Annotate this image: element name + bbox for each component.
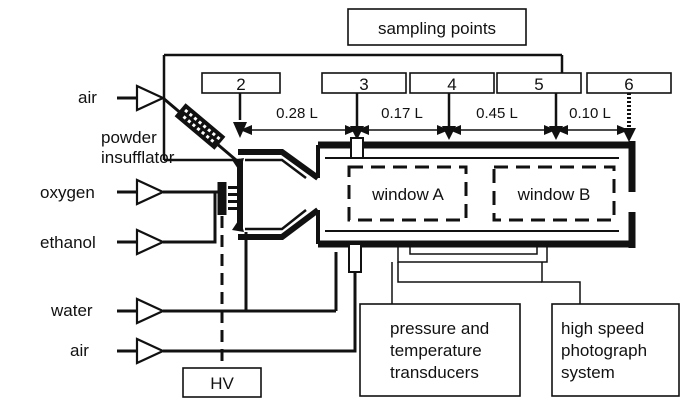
sampling-point-3: 3 <box>321 72 407 94</box>
oxygen-label: oxygen <box>40 183 95 202</box>
sampling-points-header-box <box>347 8 527 46</box>
window-a: window A <box>347 165 468 222</box>
water-check-valve-icon <box>135 297 166 325</box>
transducers-label-line2: temperature <box>390 341 482 360</box>
segment-5-6-label: 0.10 L <box>569 105 611 122</box>
window-b-label: window B <box>517 185 591 204</box>
ethanol-input: ethanol <box>40 192 217 256</box>
sampling-point-6-label: 6 <box>624 75 633 94</box>
transducers-box: pressure and temperature transducers <box>359 303 521 397</box>
segment-4-5-label: 0.45 L <box>476 105 518 122</box>
probe-arrowheads <box>233 122 636 142</box>
transducers-label-line1: pressure and <box>390 319 489 338</box>
sampling-point-4-label: 4 <box>447 75 456 94</box>
air-top-check-valve-icon <box>135 84 166 112</box>
transducers-label-line3: transducers <box>390 363 479 382</box>
powder-insufflator-label-line2: insufflator <box>101 148 175 167</box>
powder-insufflator-label-line1: powder <box>101 128 157 147</box>
hv-label: HV <box>210 374 234 393</box>
instrument-wiring <box>391 244 581 304</box>
sampling-point-4: 4 <box>409 72 495 94</box>
combustion-tube <box>316 141 636 248</box>
sampling-point-5: 5 <box>496 72 582 94</box>
sampling-port-3-icon <box>350 137 364 159</box>
window-b: window B <box>492 165 616 222</box>
photograph-system-label-line1: high speed <box>561 319 644 338</box>
sampling-point-2: 2 <box>201 72 281 94</box>
sampling-point-5-label: 5 <box>534 75 543 94</box>
segment-3-4-label: 0.17 L <box>381 105 423 122</box>
ethanol-label: ethanol <box>40 233 96 252</box>
photograph-system-box: high speed photograph system <box>551 303 680 397</box>
air-bottom-input: air <box>70 272 357 365</box>
air-top-label: air <box>78 88 97 107</box>
photograph-system-label-line2: photograph <box>561 341 647 360</box>
injector-detail <box>228 158 244 232</box>
insufflator-body-icon <box>174 103 226 150</box>
oxygen-input: oxygen <box>40 178 218 206</box>
air-top-input: air <box>78 84 166 112</box>
oxygen-check-valve-icon <box>135 178 166 206</box>
air-bottom-label: air <box>70 341 89 360</box>
photograph-system-label-line3: system <box>561 363 615 382</box>
sampling-bus <box>162 53 564 162</box>
dimension-arrowheads <box>240 125 629 135</box>
sampling-point-2-label: 2 <box>236 75 245 94</box>
transducer-port-icon <box>348 243 362 273</box>
sampling-point-6: 6 <box>586 72 672 94</box>
segment-2-3-label: 0.28 L <box>276 105 318 122</box>
window-a-label: window A <box>371 185 444 204</box>
sampling-point-3-label: 3 <box>359 75 368 94</box>
water-label: water <box>50 301 93 320</box>
powder-insufflator: powder insufflator <box>101 96 237 167</box>
water-input: water <box>50 232 338 325</box>
air-bottom-check-valve-icon <box>135 337 166 365</box>
hv-ignition: HV <box>182 216 262 398</box>
ethanol-check-valve-icon <box>135 228 166 256</box>
sampling-points-header: sampling points <box>378 19 496 38</box>
